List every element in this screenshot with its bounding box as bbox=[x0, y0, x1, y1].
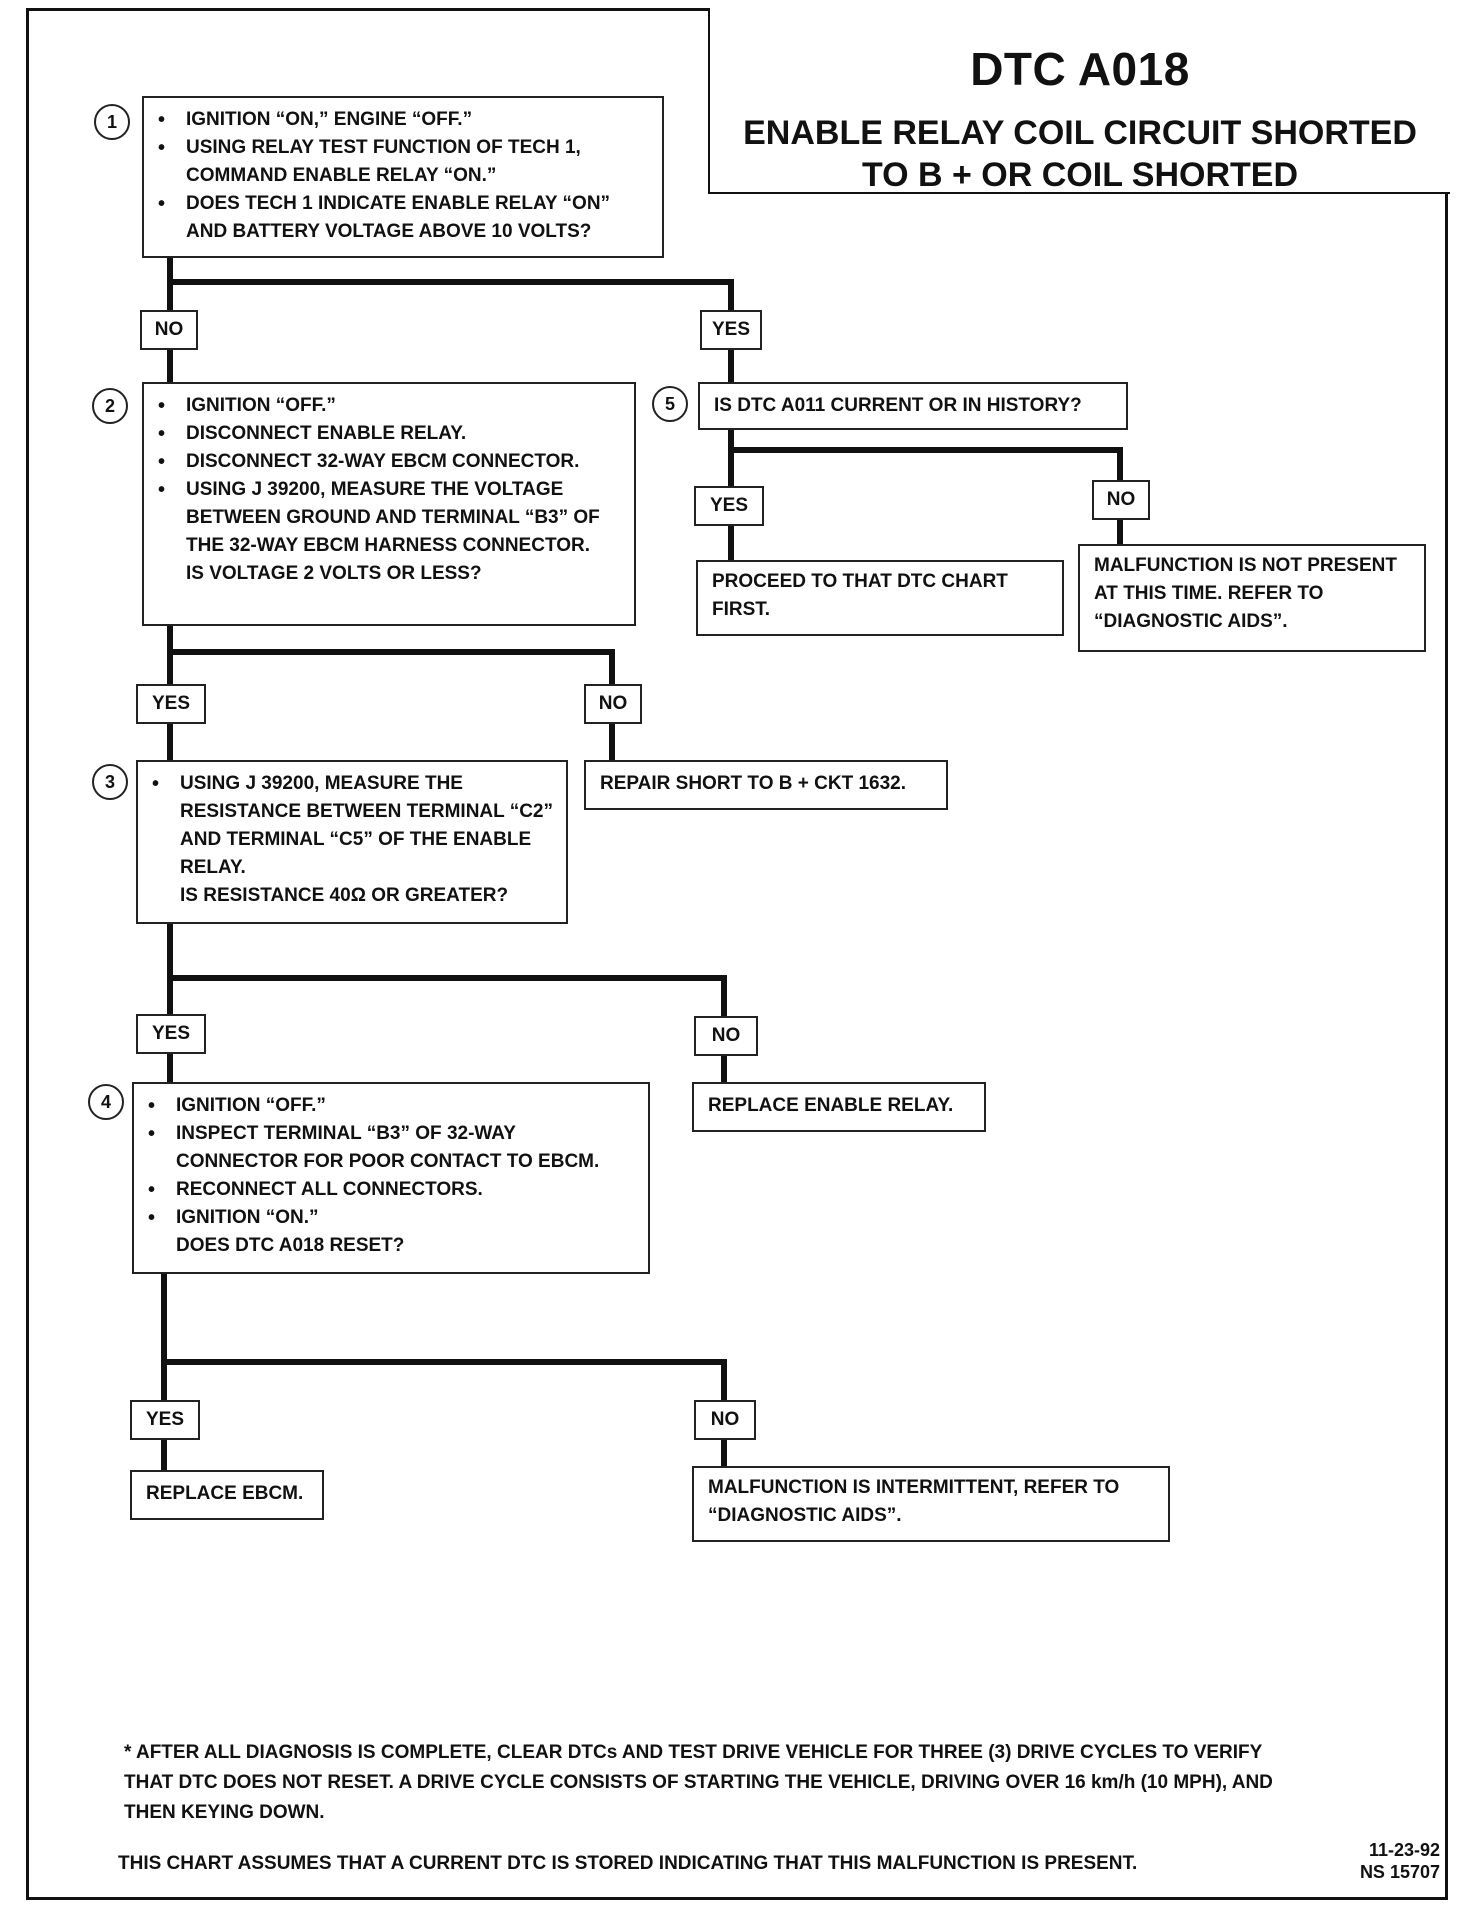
dtc-subtitle: ENABLE RELAY COIL CIRCUIT SHORTED TO B +… bbox=[710, 112, 1450, 196]
step-5-no-label: NO bbox=[1092, 480, 1150, 520]
step-4-box: IGNITION “OFF.” INSPECT TERMINAL “B3” OF… bbox=[132, 1082, 650, 1274]
step-4-bullet-1: IGNITION “OFF.” bbox=[148, 1092, 638, 1120]
document-code: 11-23-92 NS 15707 bbox=[1330, 1839, 1440, 1883]
step-3-yes-label: YES bbox=[136, 1014, 206, 1054]
step-1-bullet-3: DOES TECH 1 INDICATE ENABLE RELAY “ON” A… bbox=[158, 190, 652, 246]
step-3-question: IS RESISTANCE 40Ω OR GREATER? bbox=[180, 885, 509, 906]
step-2-bullet-2: DISCONNECT ENABLE RELAY. bbox=[158, 420, 624, 448]
step-5-box: IS DTC A011 CURRENT OR IN HISTORY? bbox=[698, 382, 1128, 430]
step-4-yes-label: YES bbox=[130, 1400, 200, 1440]
dtc-title: DTC A018 bbox=[970, 43, 1190, 95]
step-1-yes-label: YES bbox=[700, 310, 762, 350]
intermittent-result-box: MALFUNCTION IS INTERMITTENT, REFER TO “D… bbox=[692, 1466, 1170, 1542]
step-number-4: 4 bbox=[88, 1084, 124, 1120]
step-number-5: 5 bbox=[652, 386, 688, 422]
step-5-yes-label: YES bbox=[694, 486, 764, 526]
step-1-box: IGNITION “ON,” ENGINE “OFF.” USING RELAY… bbox=[142, 96, 664, 258]
step-2-bullet-1: IGNITION “OFF.” bbox=[158, 392, 624, 420]
dtc-subtitle-line-2: TO B + OR COIL SHORTED bbox=[861, 156, 1299, 194]
connector-3 bbox=[167, 921, 727, 1021]
proceed-result-box: PROCEED TO THAT DTC CHART FIRST. bbox=[696, 560, 1064, 636]
step-3-no-label: NO bbox=[694, 1016, 758, 1056]
dtc-subtitle-line-1: ENABLE RELAY COIL CIRCUIT SHORTED bbox=[743, 114, 1417, 152]
not-present-result-box: MALFUNCTION IS NOT PRESENT AT THIS TIME.… bbox=[1078, 544, 1426, 652]
step-2-bullet-4: USING J 39200, MEASURE THE VOLTAGE BETWE… bbox=[158, 476, 624, 560]
replace-relay-result-box: REPLACE ENABLE RELAY. bbox=[692, 1082, 986, 1132]
step-3-bullet-1: USING J 39200, MEASURE THE RESISTANCE BE… bbox=[152, 770, 556, 882]
step-number-1: 1 bbox=[94, 104, 130, 140]
document-date: 11-23-92 bbox=[1368, 1840, 1440, 1860]
connector-4 bbox=[161, 1269, 727, 1407]
step-2-yes-label: YES bbox=[136, 684, 206, 724]
step-2-no-label: NO bbox=[584, 684, 642, 724]
document-number: NS 15707 bbox=[1359, 1862, 1440, 1882]
step-3-box: USING J 39200, MEASURE THE RESISTANCE BE… bbox=[136, 760, 568, 924]
footnote: * AFTER ALL DIAGNOSIS IS COMPLETE, CLEAR… bbox=[124, 1742, 1273, 1823]
step-1-bullet-2: USING RELAY TEST FUNCTION OF TECH 1, COM… bbox=[158, 134, 652, 190]
step-2-question: IS VOLTAGE 2 VOLTS OR LESS? bbox=[186, 563, 482, 584]
step-2-bullet-3: DISCONNECT 32-WAY EBCM CONNECTOR. bbox=[158, 448, 624, 476]
step-1-no-label: NO bbox=[140, 310, 198, 350]
connector-5 bbox=[728, 425, 1123, 487]
step-4-bullet-3: RECONNECT ALL CONNECTORS. bbox=[148, 1176, 638, 1204]
replace-ebcm-result-box: REPLACE EBCM. bbox=[130, 1470, 324, 1520]
connector-2 bbox=[167, 621, 615, 693]
repair-short-result-box: REPAIR SHORT TO B + CKT 1632. bbox=[584, 760, 948, 810]
title-box: DTC A018 ENABLE RELAY COIL CIRCUIT SHORT… bbox=[708, 8, 1450, 194]
step-number-2: 2 bbox=[92, 388, 128, 424]
step-number-3: 3 bbox=[92, 764, 128, 800]
step-4-no-label: NO bbox=[694, 1400, 756, 1440]
step-2-box: IGNITION “OFF.” DISCONNECT ENABLE RELAY.… bbox=[142, 382, 636, 626]
step-4-question: DOES DTC A018 RESET? bbox=[176, 1235, 405, 1256]
step-4-bullet-2: INSPECT TERMINAL “B3” OF 32-WAY CONNECTO… bbox=[148, 1120, 638, 1176]
chart-assumption: THIS CHART ASSUMES THAT A CURRENT DTC IS… bbox=[118, 1853, 1138, 1874]
connector-1 bbox=[167, 253, 734, 319]
step-1-bullet-1: IGNITION “ON,” ENGINE “OFF.” bbox=[158, 106, 652, 134]
step-4-bullet-4: IGNITION “ON.” bbox=[148, 1204, 638, 1232]
